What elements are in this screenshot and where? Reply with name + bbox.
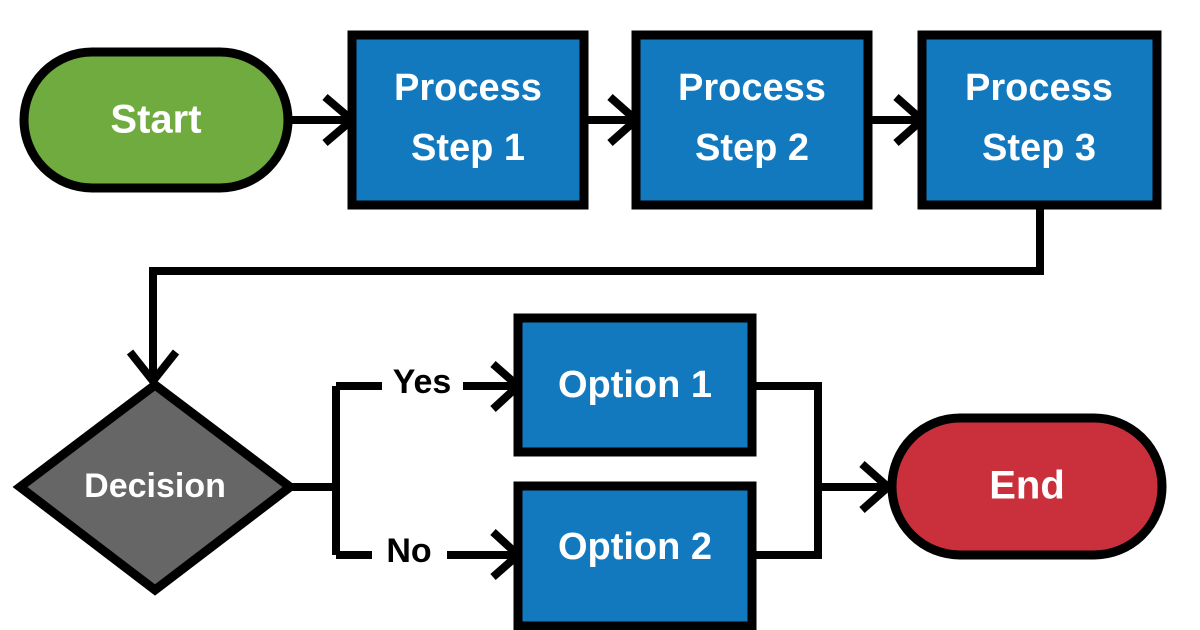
node-option-2-label: Option 2 — [558, 526, 712, 568]
node-process-step-2[interactable]: Process Step 2 — [631, 30, 873, 210]
node-process-step-1-label-line1: Process — [394, 67, 542, 109]
node-decision[interactable]: Decision — [12, 379, 298, 596]
node-option-2[interactable]: Option 2 — [513, 481, 757, 630]
edge-start-to-step1 — [288, 93, 359, 147]
node-process-step-3[interactable]: Process Step 3 — [917, 30, 1162, 210]
node-process-step-1[interactable]: Process Step 1 — [347, 30, 589, 210]
edge-label-no: No — [386, 532, 431, 570]
edge-step1-to-step2 — [584, 94, 643, 146]
node-process-step-3-label-line2: Step 3 — [982, 127, 1096, 169]
edge-label-yes: Yes — [393, 363, 452, 401]
edge-step2-to-step3 — [868, 94, 929, 146]
node-process-step-2-label-line2: Step 2 — [695, 127, 809, 169]
node-end-label: End — [989, 464, 1065, 508]
node-option-1[interactable]: Option 1 — [513, 313, 757, 457]
edge-options-to-end — [752, 382, 895, 559]
node-start-label: Start — [110, 98, 201, 142]
node-decision-label: Decision — [84, 467, 226, 505]
node-process-step-1-label-line2: Step 1 — [411, 127, 525, 169]
node-end[interactable]: End — [887, 413, 1167, 560]
node-option-1-label: Option 1 — [558, 364, 712, 406]
edge-decision-branch-spine — [290, 386, 340, 555]
node-process-step-2-label-line1: Process — [678, 67, 826, 109]
node-process-step-3-label-line1: Process — [965, 67, 1113, 109]
node-start[interactable]: Start — [19, 47, 293, 193]
